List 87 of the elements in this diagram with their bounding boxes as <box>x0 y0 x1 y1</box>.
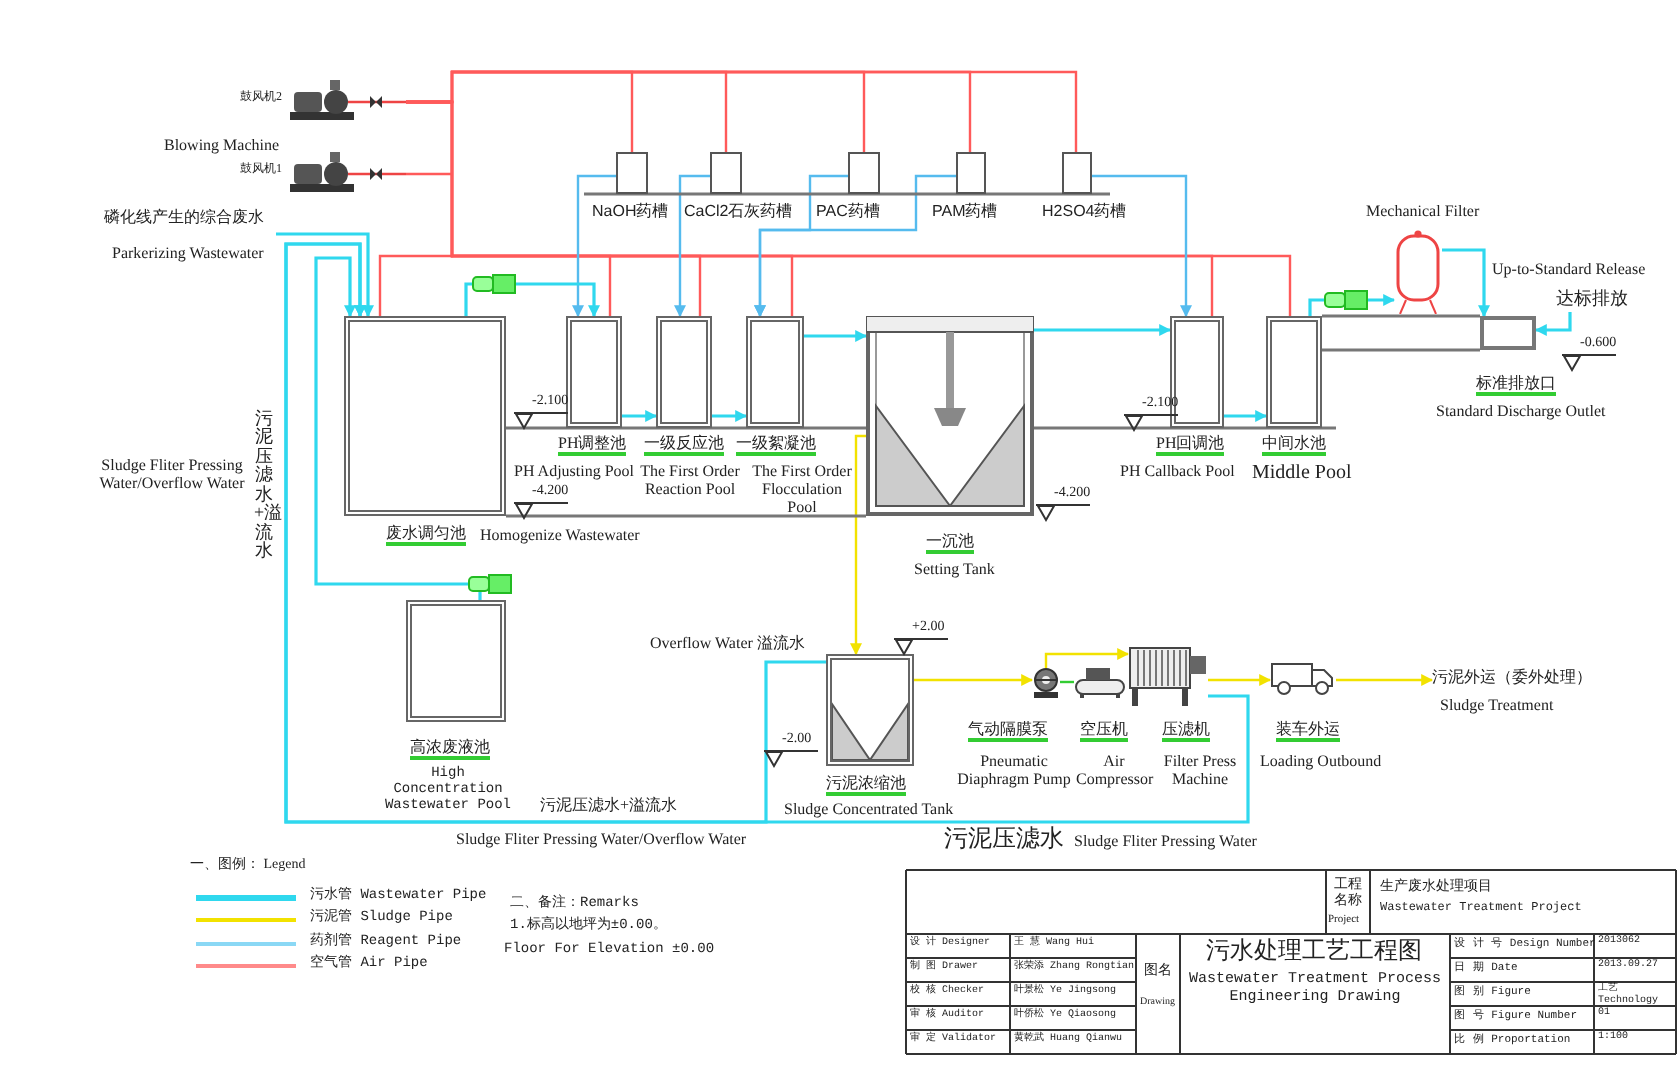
tank-label: 气动隔膜泵 <box>968 720 1048 743</box>
pipe-arrow <box>804 330 868 342</box>
tank-label: 污泥浓缩池 <box>826 774 906 797</box>
pipe-arrow <box>276 232 374 318</box>
sludge-tank <box>826 654 914 766</box>
tank-label: 废水调匀池 <box>386 524 466 547</box>
filter-vessel-drawing <box>1394 230 1442 314</box>
tank-label: Sludge Concentrated Tank <box>784 800 954 819</box>
pipe-arrow <box>1336 674 1434 686</box>
chemical-tank <box>956 152 986 194</box>
tank-label: Middle Pool <box>1252 462 1352 485</box>
chemical-tank <box>616 152 648 194</box>
tank-label: 压滤机 <box>1162 720 1210 743</box>
tank-label: 标准排放口 <box>1476 374 1556 397</box>
tank-label: The First Order Flocculation Pool <box>750 462 854 518</box>
tank-label: Air Compressor <box>1076 752 1152 789</box>
title-block-text: 污水处理工艺工程图 <box>1206 938 1422 966</box>
tank-label: PH Callback Pool <box>1120 462 1235 481</box>
pipe-arrow <box>572 174 616 318</box>
tank-label: PH回调池 <box>1156 434 1225 457</box>
flow-label: Sludge Fliter Pressing Water <box>1074 832 1257 851</box>
pipe-arrow <box>284 242 1250 824</box>
diaphragm-pump-drawing <box>1032 668 1060 698</box>
flow-label: Sludge Treatment <box>1440 696 1554 715</box>
tank-label: The First Order Reaction Pool <box>638 462 742 499</box>
edge-label: 污泥压滤水 <box>944 826 1064 854</box>
tank-label: 一沉池 <box>926 532 974 555</box>
pool-tank <box>566 316 622 428</box>
chemical-tank <box>848 152 880 194</box>
flow-label: Sludge Fliter Pressing Water/Overflow Water <box>456 830 747 849</box>
pipe-arrow <box>674 174 710 318</box>
pipe-arrow <box>622 410 658 422</box>
pipe-arrow <box>314 256 482 600</box>
pipe-arrow <box>850 434 866 656</box>
pipe-arrow <box>1208 674 1272 686</box>
pipe-arrow <box>1534 312 1572 336</box>
tank-label: PH Adjusting Pool <box>514 462 635 481</box>
truck-drawing <box>1270 658 1336 696</box>
air-compressor-drawing <box>1074 666 1126 698</box>
chemical-tank <box>1062 152 1092 194</box>
tank-label: CaCl2石灰药槽 <box>684 202 793 221</box>
tank-label: Loading Outbound <box>1260 752 1382 771</box>
pipe-arrow <box>914 674 1034 686</box>
tank-label: PAM药槽 <box>932 202 998 221</box>
flow-label: Sludge Fliter Pressing Water/Overflow Water <box>97 456 247 493</box>
settling-tank-drawing <box>866 316 1034 516</box>
tank-label: NaOH药槽 <box>592 202 669 221</box>
pool-tank <box>746 316 804 428</box>
pool-tank <box>406 600 506 722</box>
tank-label: 装车外运 <box>1276 720 1340 743</box>
pipe-arrow <box>464 282 600 318</box>
outlet-tank <box>1480 316 1536 350</box>
flow-label: 污泥外运（委外处理） <box>1432 668 1592 687</box>
flow-label: 磷化线产生的综合废水 <box>104 208 264 227</box>
pool-tank <box>344 316 506 516</box>
tank-label: 高浓废液池 <box>410 738 490 761</box>
pipe-arrow <box>1308 294 1396 316</box>
tank-label: 一级絮凝池 <box>736 434 816 457</box>
filter-press-drawing <box>1128 644 1208 706</box>
tank-label: PAC药槽 <box>816 202 880 221</box>
flow-label: Up-to-Standard Release <box>1492 260 1646 279</box>
pipe-arrow <box>1034 324 1172 336</box>
pipe-arrow <box>1442 248 1490 318</box>
pipe-arrow <box>1092 174 1192 318</box>
tank-label: 空压机 <box>1080 720 1128 743</box>
tank-label: Standard Discharge Outlet <box>1436 402 1606 421</box>
tank-label: 中间水池 <box>1262 434 1326 457</box>
flow-label: Parkerizing Wastewater <box>112 244 264 263</box>
flow-label: Overflow Water 溢流水 <box>650 634 805 653</box>
flow-label: 污泥压滤水+溢流水 <box>540 796 678 815</box>
tank-label: 一级反应池 <box>644 434 724 457</box>
pipe-arrow <box>754 174 956 318</box>
pipe-arrow <box>712 410 748 422</box>
pipe-arrow <box>1044 648 1130 668</box>
pool-tank <box>656 316 712 428</box>
pipe-arrow <box>1224 410 1268 422</box>
tank-label: Setting Tank <box>914 560 995 579</box>
chemical-tank <box>710 152 742 194</box>
equipment-label: Blowing Machine <box>164 136 280 155</box>
tank-label: Pneumatic Diaphragm Pump <box>955 752 1073 789</box>
pool-tank <box>1266 316 1322 428</box>
tank-label: H2SO4药槽 <box>1042 202 1127 221</box>
flow-label: 达标排放 <box>1556 288 1628 309</box>
tank-label: PH调整池 <box>558 434 627 457</box>
tank-label: Homogenize Wastewater <box>480 526 640 545</box>
tank-label: Mechanical Filter <box>1366 202 1480 221</box>
tank-label: Filter Press Machine <box>1161 752 1239 789</box>
